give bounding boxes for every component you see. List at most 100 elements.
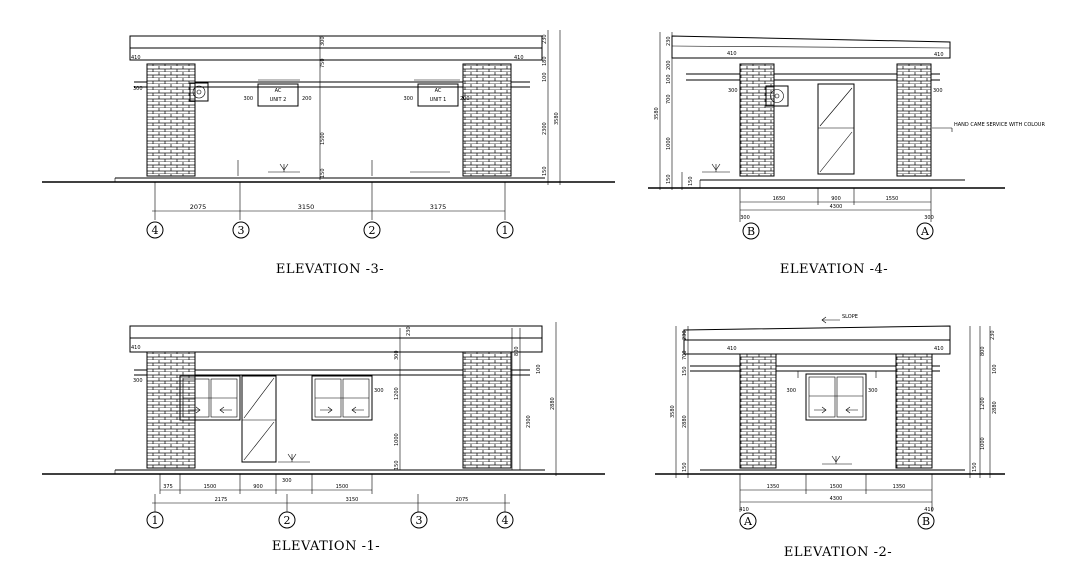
grid-label: 4 <box>502 514 509 527</box>
dimension-text: 3150 <box>298 203 315 211</box>
brick-column-left <box>146 351 196 469</box>
brick-column-right <box>462 351 512 469</box>
dimension-text: 300 <box>320 36 326 46</box>
door <box>241 375 277 463</box>
roof-slab <box>129 35 543 49</box>
dimension-text: 900 <box>831 196 841 202</box>
dimension-text: 1500 <box>336 484 349 490</box>
dimension-text: 150 <box>394 460 400 470</box>
slope-note: SLOPE <box>842 314 858 320</box>
grid-label: 3 <box>416 514 423 527</box>
brick-column-left <box>146 63 196 177</box>
dimension-text: 150 <box>542 166 548 176</box>
exhaust-fan-icon <box>765 85 789 107</box>
dimension-text: 1350 <box>767 484 780 490</box>
door <box>817 83 855 175</box>
grid-label: 2 <box>284 514 291 527</box>
dimension-text: 100 <box>992 364 998 374</box>
roof-beam <box>683 339 951 355</box>
dimension-text: 150 <box>666 174 672 184</box>
grid-label: 1 <box>152 514 159 527</box>
annotation-note: HAND CAME SERVICE WITH COLOUR <box>954 122 1045 128</box>
dimension-text: 300 <box>282 478 292 484</box>
dimension-text: 300 <box>786 388 796 394</box>
elevation-4 <box>648 32 1005 240</box>
dimension-text: 100 <box>542 72 548 82</box>
roof-slab <box>129 325 543 339</box>
dimension-text: 300 <box>133 378 143 384</box>
dimension-text: 100 <box>666 74 672 84</box>
dimension-text: 230 <box>682 330 688 340</box>
dimension-text: 300 <box>394 350 400 360</box>
dimension-text: 1000 <box>980 437 986 450</box>
ac-unit-2 <box>257 83 299 107</box>
dimension-text: 2075 <box>456 497 469 503</box>
dimension-text: 1000 <box>666 137 672 150</box>
dimension-text: 2880 <box>682 415 688 428</box>
dimension-text: 2880 <box>550 397 556 410</box>
dimension-text: 410 <box>131 345 141 351</box>
dimension-text: 150 <box>682 462 688 472</box>
dimension-text: 410 <box>924 507 934 513</box>
dimension-text: 410 <box>514 55 524 61</box>
dimension-text: 300 <box>868 388 878 394</box>
elevation-title: ELEVATION -3- <box>276 262 384 277</box>
ac-sub-label: UNIT 2 <box>270 97 287 103</box>
dimension-text: 1650 <box>773 196 786 202</box>
dimension-text: 410 <box>934 52 944 58</box>
dimension-text: 1500 <box>204 484 217 490</box>
dimension-text: 2880 <box>992 401 998 414</box>
ac-label: AC <box>275 88 282 94</box>
dimension-text: 150 <box>972 462 978 472</box>
dimension-text: 150 <box>688 176 694 186</box>
dimension-text: 1200 <box>980 397 986 410</box>
brick-column-right <box>895 353 933 469</box>
roof-beam <box>129 337 543 353</box>
dimension-text: 230 <box>666 36 672 46</box>
dimension-text: 1550 <box>886 196 899 202</box>
grid-label: 1 <box>502 224 509 237</box>
dimension-text: 100 <box>536 364 542 374</box>
dimension-text: 800 <box>980 346 986 356</box>
window <box>805 373 867 421</box>
brick-column-right <box>896 63 932 177</box>
dimension-text: 300 <box>403 96 413 102</box>
window-right <box>311 375 373 421</box>
dimension-text: 150 <box>682 366 688 376</box>
elevation-title: ELEVATION -2- <box>784 545 892 560</box>
grid-label: 3 <box>238 224 245 237</box>
elevation-3-labels: 4 3 2 1 2075 3150 3175 410 410 300 AC UN… <box>131 34 560 277</box>
dimension-text: 200 <box>666 60 672 70</box>
dimension-text: 2075 <box>190 203 207 211</box>
grid-label: 2 <box>369 224 376 237</box>
dimension-text: 2175 <box>215 497 228 503</box>
dimension-text: 180 <box>542 56 548 66</box>
dimension-text: 1500 <box>830 484 843 490</box>
brick-column-left <box>739 353 777 469</box>
dimension-text: 300 <box>133 86 143 92</box>
elevation-2-labels: A B SLOPE 1350 1500 1350 4300 410 410 41… <box>670 314 998 560</box>
grid-label: A <box>743 515 753 528</box>
dimension-text: 3580 <box>670 405 676 418</box>
elevation-title: ELEVATION -1- <box>272 539 380 554</box>
dimension-text: 700 <box>666 94 672 104</box>
dimension-text: 4300 <box>830 204 843 210</box>
dimension-text: 410 <box>934 346 944 352</box>
grid-label: 4 <box>152 224 159 237</box>
dimension-text: 230 <box>542 34 548 44</box>
ac-sub-label: UNIT 1 <box>430 97 447 103</box>
dimension-text: 300 <box>374 388 384 394</box>
dimension-text: 1000 <box>394 433 400 446</box>
window-left <box>179 375 241 421</box>
dimension-text: 2300 <box>526 415 532 428</box>
dimension-text: 800 <box>514 346 520 356</box>
elevation-1-labels: 1 2 3 4 375 1500 900 1500 300 2175 3150 … <box>131 326 556 554</box>
dimension-text: 410 <box>727 346 737 352</box>
dimension-text: 3580 <box>654 107 660 120</box>
exhaust-fan-icon <box>189 82 209 102</box>
roof-slab <box>683 325 951 341</box>
elevation-title: ELEVATION -4- <box>780 262 888 277</box>
dimension-text: 375 <box>163 484 173 490</box>
dimension-text: 410 <box>727 51 737 57</box>
dimension-text: 3580 <box>554 112 560 125</box>
